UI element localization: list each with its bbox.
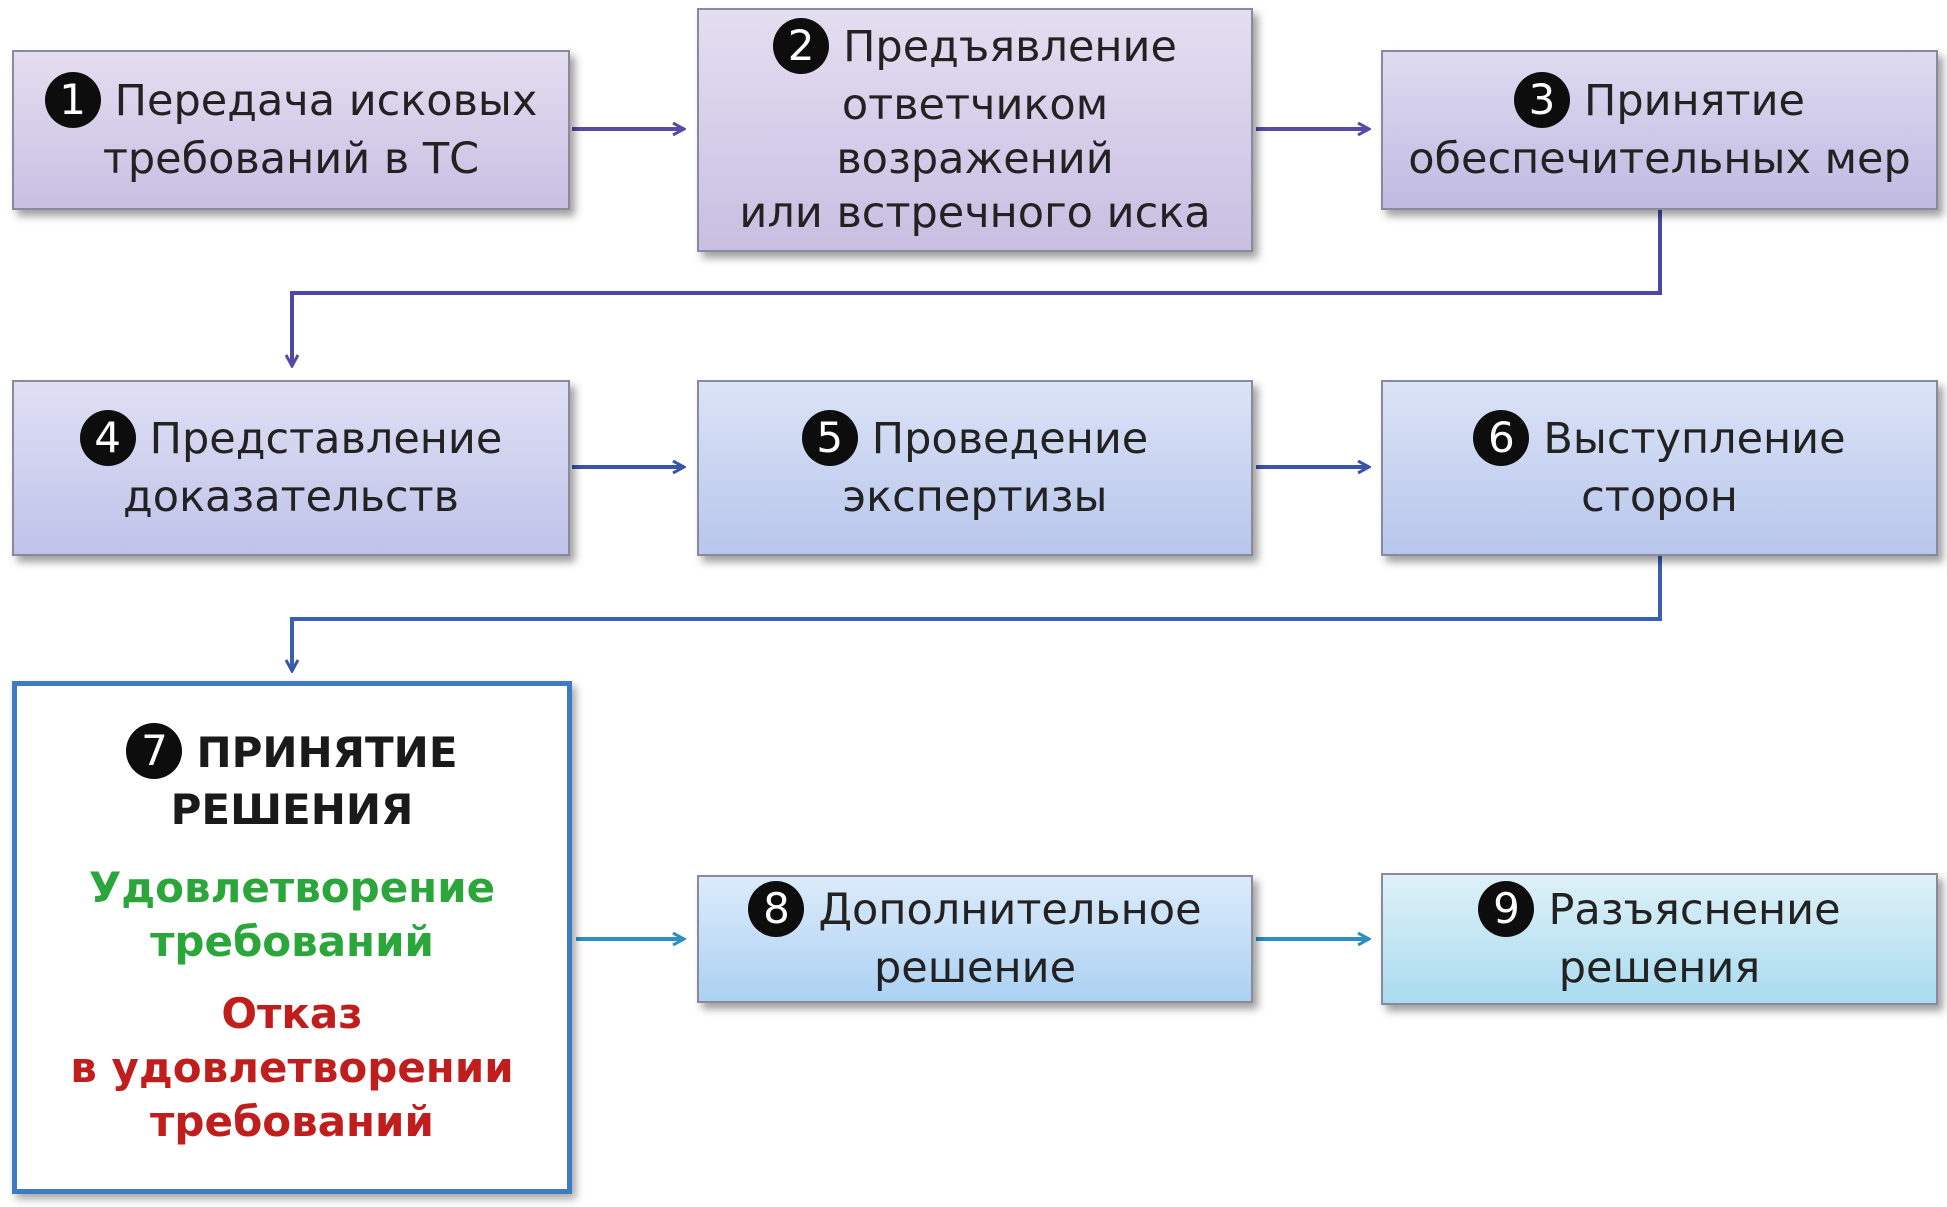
step-1-text-2: требований в ТС [102,133,480,184]
step-5-line-1: 5 Проведение [801,409,1149,470]
decision-refuse: Отказ в удовлетворении требований [70,987,513,1149]
decision-title-text-2: РЕШЕНИЯ [170,785,414,835]
step-3-number-badge: 3 [1513,71,1570,128]
step-4-text-2: доказательств [123,471,459,522]
decision-approve: Удовлетворение требований [89,861,495,969]
step-6-line-1: 6 Выступление [1473,409,1846,470]
step-4-text-1: Представление [149,414,503,465]
step-2-text-4: или встречного иска [739,187,1211,238]
step-2-text-1: Предъявление [843,22,1177,73]
step-8-text-1: Дополнительное [818,885,1202,936]
step-4-box: 4 Представление доказательств [12,380,570,556]
step-9-text-1: Разъяснение [1548,885,1841,936]
arrow-3-to-4 [292,210,1662,366]
decision-title-text-1: ПРИНЯТИЕ [196,727,458,777]
step-8-line-1: 8 Дополнительное [748,880,1202,941]
step-6-box: 6 Выступление сторон [1381,380,1938,556]
step-2-box: 2 Предъявление ответчиком возражений или … [697,8,1253,252]
step-5-text-2: экспертизы [842,471,1108,522]
step-8-text-2: решение [873,942,1077,993]
step-1-line-1: 1 Передача исковых [44,71,538,132]
arrow-6-to-7 [292,556,1662,671]
step-5-text-1: Проведение [871,414,1149,465]
step-3-text-1: Принятие [1583,76,1805,127]
step-2-text-2: ответчиком [841,79,1109,130]
step-3-line-1: 3 Принятие [1513,71,1805,132]
step-6-text-1: Выступление [1543,414,1846,465]
step-1-box: 1 Передача исковых требований в ТС [12,50,570,210]
step-6-text-2: сторон [1581,471,1738,522]
step-1-text-1: Передача исковых [114,76,538,127]
decision-title: 7 ПРИНЯТИЕ РЕШЕНИЯ [126,723,458,838]
step-1-number-badge: 1 [44,71,101,128]
step-4-line-1: 4 Представление [79,409,503,470]
decision-approve-text-1: Удовлетворение [88,863,496,913]
step-7-number-badge: 7 [126,723,183,780]
step-9-line-1: 9 Разъяснение [1478,880,1841,941]
decision-title-line-1: 7 ПРИНЯТИЕ [126,723,458,784]
step-3-box: 3 Принятие обеспечительных мер [1381,50,1938,210]
decision-refuse-text-1: Отказ [221,989,363,1039]
step-2-text-3: возражений [836,133,1114,184]
step-2-number-badge: 2 [773,17,830,74]
step-9-number-badge: 9 [1478,880,1535,937]
step-5-number-badge: 5 [801,409,858,466]
step-5-box: 5 Проведение экспертизы [697,380,1253,556]
step-9-text-2: решения [1558,942,1761,993]
decision-refuse-text-3: требований [150,1097,434,1147]
step-4-number-badge: 4 [79,409,136,466]
step-9-box: 9 Разъяснение решения [1381,873,1938,1005]
step-8-box: 8 Дополнительное решение [697,875,1253,1003]
step-7-decision-box: 7 ПРИНЯТИЕ РЕШЕНИЯ Удовлетворение требова… [12,681,572,1194]
step-2-line-1: 2 Предъявление [773,17,1177,78]
decision-refuse-text-2: в удовлетворении [70,1043,514,1093]
step-8-number-badge: 8 [748,880,805,937]
step-6-number-badge: 6 [1473,409,1530,466]
step-3-text-2: обеспечительных мер [1408,133,1911,184]
decision-approve-text-2: требований [150,917,434,967]
